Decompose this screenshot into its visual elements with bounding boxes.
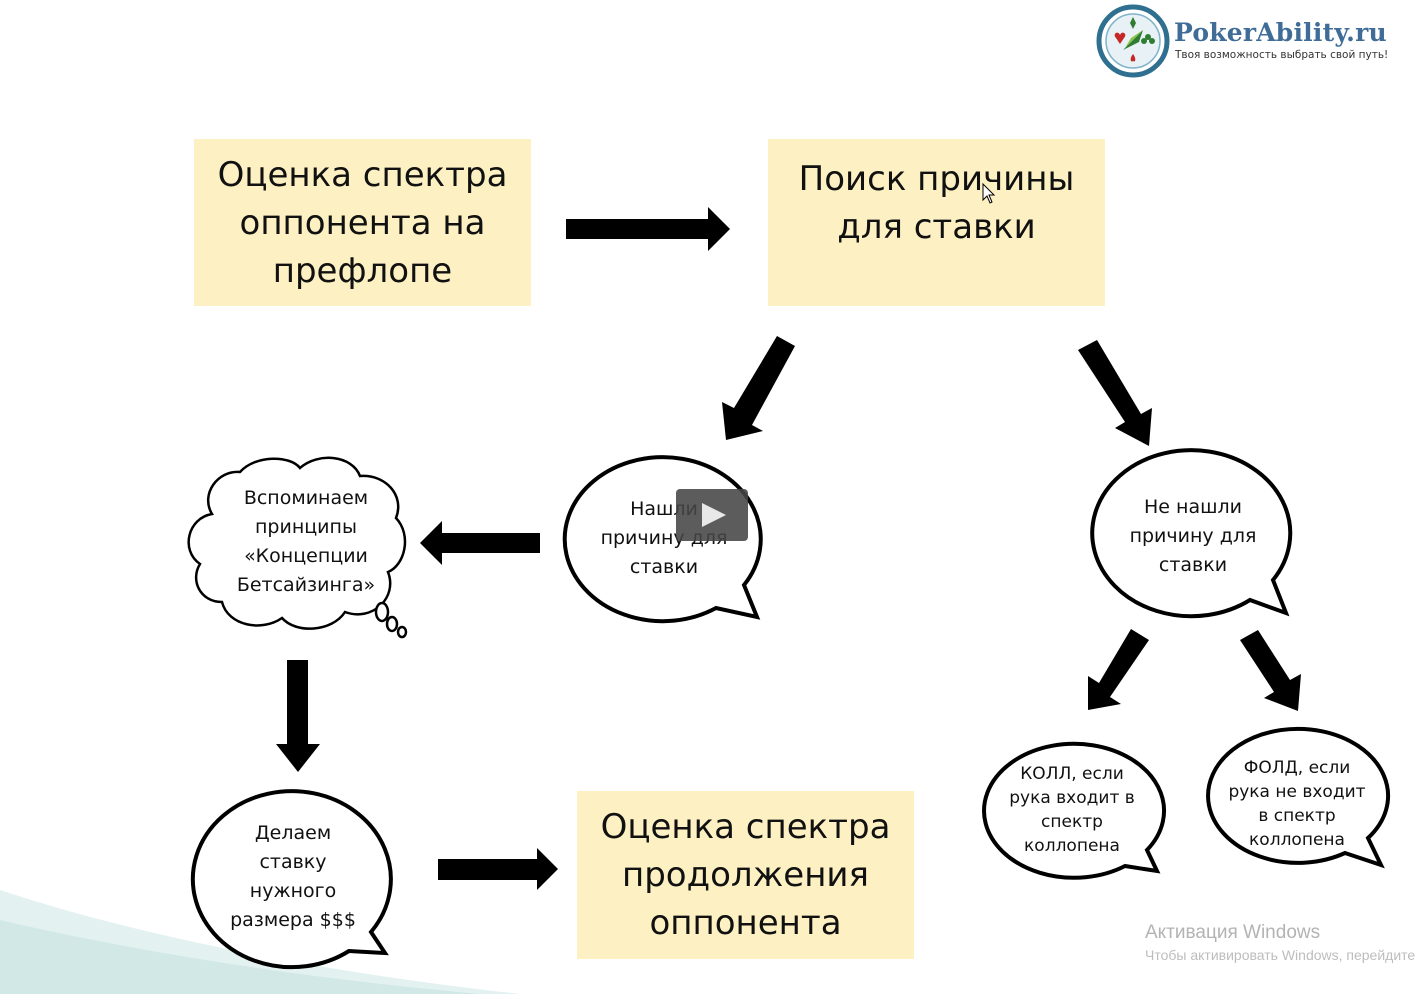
arrow-down-bubble-left [276, 660, 320, 772]
arrow-down-fold [1240, 630, 1301, 711]
logo-title[interactable]: PokerAbility.ru [1174, 18, 1387, 47]
arrow-left-middle [420, 521, 540, 565]
box-preflop-range: Оценка спектра оппонента на префлопе [194, 139, 531, 306]
bubble-fold-text: ФОЛД, если рука не входит в спектр колло… [1228, 758, 1366, 850]
logo-icon [1096, 4, 1170, 78]
arrow-right-bottom [438, 848, 558, 890]
activation-watermark-title: Активация Windows [1145, 922, 1321, 943]
arrow-down-right [1078, 340, 1152, 446]
arrow-down-left [722, 336, 795, 440]
bubble-call [982, 741, 1167, 880]
background-swoosh [0, 890, 520, 994]
bubble-bet-text: Делаем ставку нужного размера $$$ [230, 822, 356, 931]
bubble-remember-text: Вспоминаем принципы «Концепции Бетсайзин… [236, 487, 376, 596]
bubble-not-found [1090, 448, 1293, 619]
logo-tagline: Твоя возможность выбрать свой путь! [1175, 49, 1389, 61]
box-continuation-range: Оценка спектра продолжения оппонента [577, 791, 914, 959]
activation-watermark-subtitle: Чтобы активировать Windows, перейдите [1145, 947, 1416, 963]
bubble-bet [190, 789, 393, 970]
play-icon[interactable] [676, 489, 748, 541]
mouse-cursor-icon [982, 183, 996, 204]
arrow-right-top [566, 207, 730, 251]
bubble-call-text: КОЛЛ, если рука входит в спектр коллопен… [1009, 764, 1135, 856]
arrow-down-call [1088, 629, 1149, 710]
box-find-reason: Поиск причины для ставки [768, 139, 1105, 306]
bubble-not-found-text: Не нашли причину для ставки [1129, 495, 1257, 576]
thought-cloud [187, 456, 408, 639]
bubble-fold [1206, 726, 1391, 869]
